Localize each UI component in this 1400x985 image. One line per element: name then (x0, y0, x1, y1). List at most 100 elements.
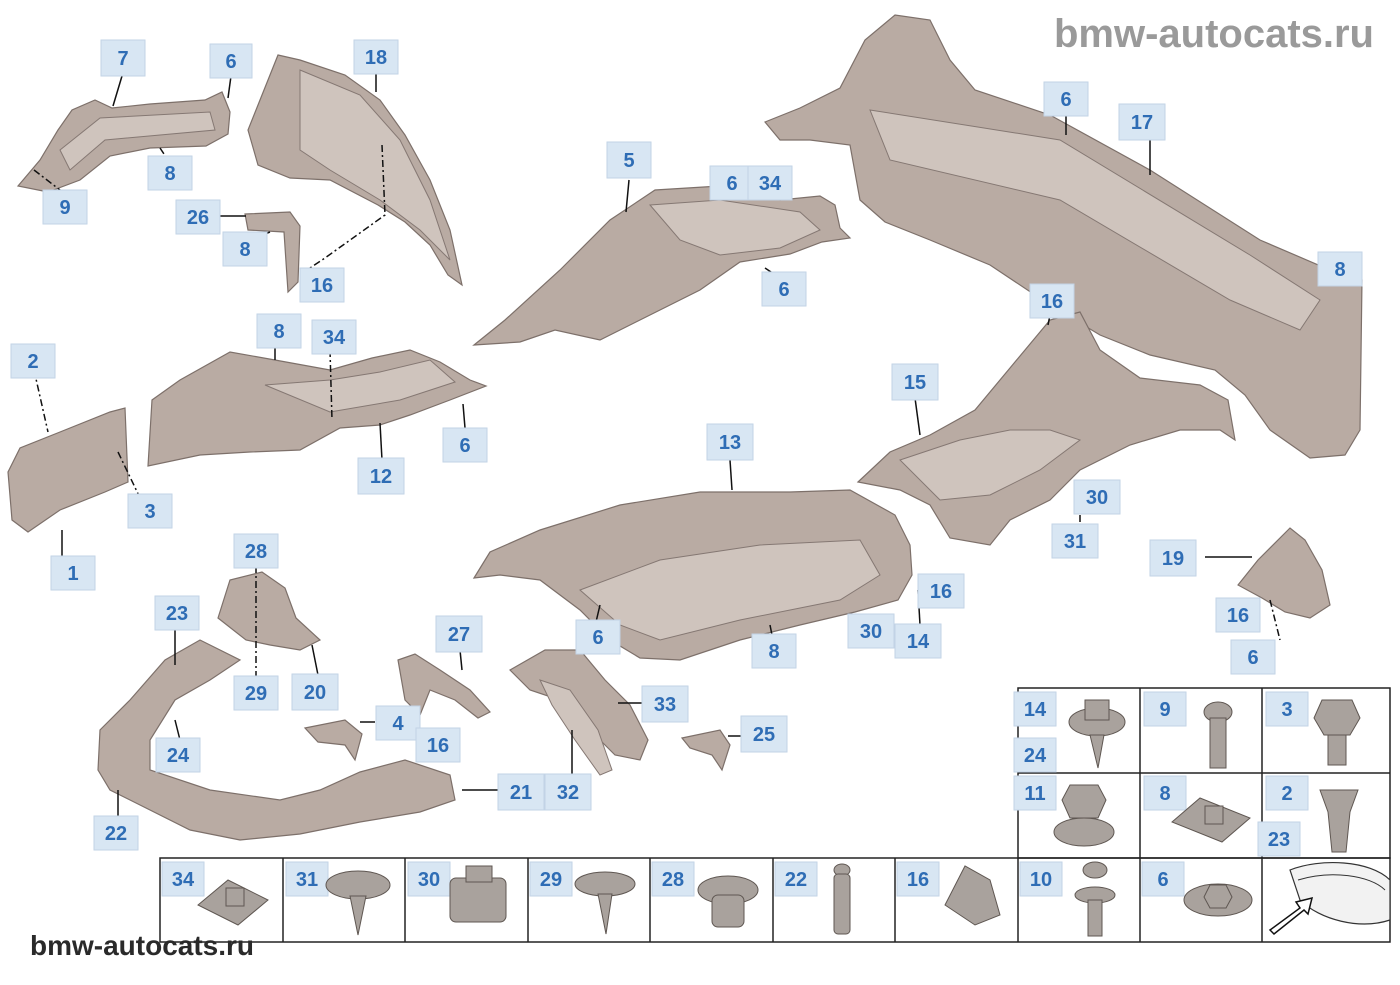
callout-8: 8 (1334, 259, 1345, 281)
callout-4: 4 (392, 713, 404, 735)
table-label-28: 28 (662, 869, 684, 891)
table-label-29: 29 (540, 869, 562, 891)
callout-33: 33 (654, 694, 676, 716)
callout-12: 12 (370, 466, 392, 488)
clip-nut-icon (449, 865, 507, 923)
callout-30: 30 (1086, 487, 1108, 509)
part-4-bracket (303, 719, 363, 762)
callout-31: 31 (1064, 531, 1086, 553)
callout-6: 6 (1247, 647, 1258, 669)
callout-7: 7 (117, 48, 128, 70)
callout-34: 34 (323, 327, 346, 349)
callout-8: 8 (273, 321, 284, 343)
part-25-bracket (680, 729, 731, 772)
table-label-30: 30 (418, 869, 440, 891)
table-label-6: 6 (1157, 869, 1168, 891)
watermark-bottom: bmw-autocats.ru (30, 930, 255, 961)
callout-3: 3 (144, 501, 155, 523)
pin-rivet-icon (833, 863, 851, 935)
callout-5: 5 (623, 150, 634, 172)
part-7-heat-shield (16, 91, 231, 193)
part-20-bracket (217, 571, 322, 651)
table-label-2: 2 (1281, 783, 1292, 805)
part-21-lower-shield (97, 639, 456, 841)
callout-6: 6 (592, 627, 603, 649)
table-label-8: 8 (1159, 783, 1170, 805)
table-label-31: 31 (296, 869, 318, 891)
part-32-insulation (539, 679, 613, 776)
washer-nut-icon (1183, 883, 1253, 917)
callout-6: 6 (726, 173, 737, 195)
table-label-14: 14 (1024, 699, 1047, 721)
push-rivet-icon (697, 875, 759, 928)
callout-28: 28 (245, 541, 267, 563)
table-label-24: 24 (1024, 745, 1047, 767)
callout-16: 16 (930, 581, 952, 603)
table-label-10: 10 (1030, 869, 1052, 891)
callout-6: 6 (778, 279, 789, 301)
part-19-shield (1237, 527, 1331, 619)
callout-19: 19 (1162, 548, 1184, 570)
callout-6: 6 (1060, 89, 1071, 111)
watermark-top: bmw-autocats.ru (1053, 12, 1374, 56)
collar-screw-icon (1068, 699, 1126, 769)
table-label-34: 34 (172, 869, 195, 891)
callout-8: 8 (768, 641, 779, 663)
callout-16: 16 (311, 275, 333, 297)
callout-labels: 7 6 18 8 9 26 8 16 5 6 34 6 6 17 8 16 2 … (10, 39, 1363, 851)
callout-13: 13 (719, 432, 741, 454)
part-15-ribs (899, 429, 1082, 501)
callout-20: 20 (304, 682, 326, 704)
callout-6: 6 (459, 435, 470, 457)
table-label-16: 16 (907, 869, 929, 891)
table-label-11: 11 (1024, 783, 1045, 805)
spring-nut-icon (1171, 797, 1251, 843)
callout-8: 8 (239, 239, 250, 261)
callout-27: 27 (448, 624, 470, 646)
callout-30: 30 (860, 621, 882, 643)
washer-screw-icon (574, 871, 636, 935)
callout-8: 8 (164, 163, 175, 185)
part-17-channel (869, 109, 1321, 331)
table-label-9: 9 (1159, 699, 1170, 721)
part-18-inner (299, 69, 451, 261)
callout-17: 17 (1131, 112, 1153, 134)
part-5-top (648, 199, 821, 256)
callout-6: 6 (225, 51, 236, 73)
hex-bolt-icon (1313, 699, 1361, 766)
clip-icon (944, 865, 1001, 926)
table-label-23: 23 (1268, 829, 1290, 851)
expanding-rivet-icon (1203, 701, 1233, 769)
hardware-table: 14 24 9 3 11 8 2 23 34 31 30 29 28 22 16… (159, 687, 1391, 943)
hex-nut-icon (1053, 784, 1115, 847)
speed-nut-icon (197, 879, 269, 926)
callout-15: 15 (904, 372, 926, 394)
flange-screw-icon (325, 870, 391, 936)
table-label-22: 22 (785, 869, 807, 891)
callout-9: 9 (59, 197, 70, 219)
callout-2: 2 (27, 351, 38, 373)
part-13-dome (579, 539, 881, 641)
callout-16: 16 (1227, 605, 1249, 627)
plastic-expansion-nut-icon (1319, 789, 1359, 853)
part-12-top (264, 359, 456, 413)
part-1-shield-plate (7, 407, 129, 533)
part-26-bracket (244, 211, 301, 294)
callout-32: 32 (557, 782, 579, 804)
callout-14: 14 (907, 631, 930, 653)
callout-22: 22 (105, 823, 127, 845)
callout-29: 29 (245, 683, 267, 705)
table-label-3: 3 (1281, 699, 1292, 721)
callout-23: 23 (166, 603, 188, 625)
callout-16: 16 (1041, 291, 1063, 313)
callout-18: 18 (365, 47, 387, 69)
callout-26: 26 (187, 207, 209, 229)
part-7-ridge (59, 111, 216, 171)
callout-24: 24 (167, 745, 190, 767)
vehicle-orientation-icon (1268, 862, 1391, 936)
callout-16: 16 (427, 735, 449, 757)
callout-21: 21 (510, 782, 532, 804)
callout-1: 1 (67, 563, 78, 585)
callout-34: 34 (759, 173, 782, 195)
